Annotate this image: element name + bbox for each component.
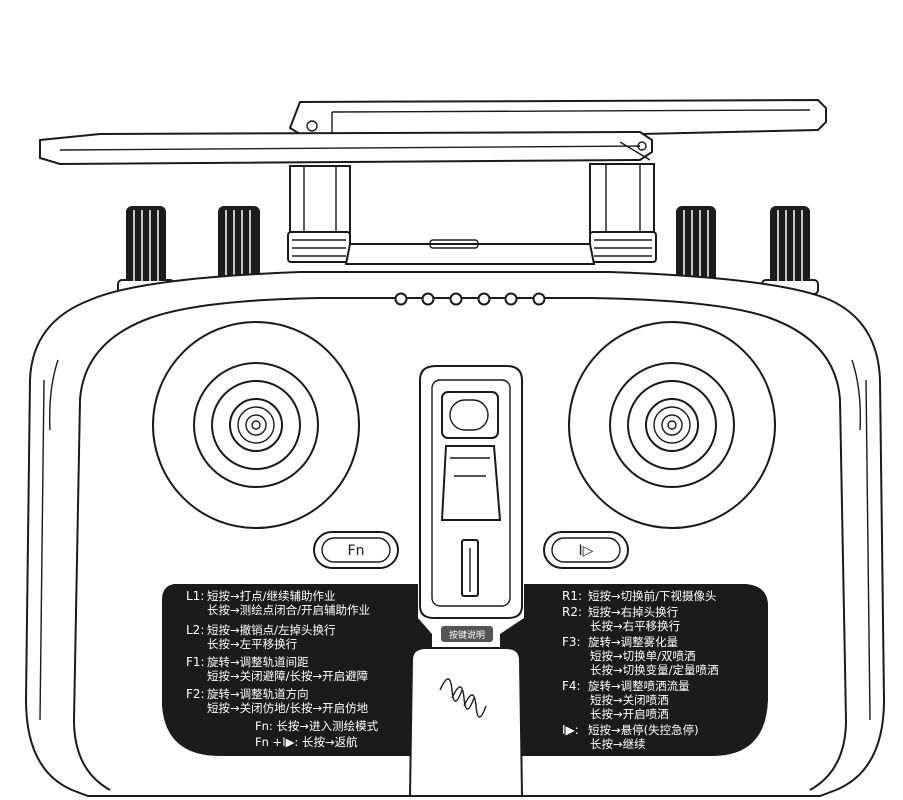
left-joystick[interactable]: [152, 321, 360, 529]
r1-key: R1:: [562, 589, 582, 603]
l1-line2: 长按→测绘点闭合/开启辅助作业: [207, 603, 370, 617]
fn-play-line: Fn +I▶: 长按→返航: [255, 735, 358, 749]
f1-key: F1:: [186, 655, 205, 669]
fn-line: Fn: 长按→进入测绘模式: [255, 719, 379, 733]
led-indicators: [394, 292, 546, 306]
dial-left-outer: [117, 206, 175, 295]
l2-line2: 长按→左平移换行: [207, 637, 297, 651]
button-guide-tag-text: 按键说明: [449, 629, 485, 641]
f1-line2: 短按→关闭避障/长按→开启避障: [207, 669, 368, 683]
play-button-label: I▷: [579, 543, 594, 559]
f4-line1: 旋转→调整喷洒流量: [588, 679, 690, 693]
play-line1: 短按→悬停(失控急停): [588, 723, 699, 737]
dial-ridges: [133, 210, 803, 282]
f3-line2: 短按→切换单/双喷洒: [590, 649, 696, 663]
holder-arms: [287, 163, 657, 265]
phone-holder: [39, 98, 827, 166]
f1-line1: 旋转→调整轨道间距: [207, 655, 309, 669]
center-switch-housing: [419, 365, 523, 619]
f3-line1: 旋转→调整雾化量: [588, 635, 678, 649]
right-label-panel: [500, 584, 768, 756]
dial-right-outer: [761, 206, 819, 295]
speaker-grille: [408, 647, 524, 797]
left-panel-text: L1: 短按→打点/继续辅助作业 长按→测绘点闭合/开启辅助作业 L2: 短按→…: [186, 589, 379, 749]
left-label-panel: [162, 584, 432, 756]
f3-line3: 长按→切换变量/定量喷洒: [590, 663, 719, 677]
r2-line1: 短按→右掉头换行: [588, 605, 678, 619]
l2-line1: 短按→撤销点/左掉头换行: [207, 623, 336, 637]
button-guide-tag: 按键说明: [441, 626, 493, 642]
f4-key: F4:: [562, 679, 581, 693]
l2-key: L2:: [186, 623, 204, 637]
play-button[interactable]: I▷: [543, 531, 629, 569]
fn-button[interactable]: Fn: [313, 531, 399, 569]
f4-line2: 短按→关闭喷洒: [590, 693, 669, 707]
f2-line2: 短按→关闭仿地/长按→开启仿地: [207, 701, 369, 715]
r2-line2: 长按→右平移换行: [590, 619, 680, 633]
f2-key: F2:: [186, 687, 205, 701]
right-panel-text: R1: 短按→切换前/下视摄像头 R2: 短按→右掉头换行 长按→右平移换行 F…: [562, 589, 719, 751]
l1-line1: 短按→打点/继续辅助作业: [207, 589, 336, 603]
r2-key: R2:: [562, 605, 582, 619]
f3-key: F3:: [562, 635, 581, 649]
right-joystick[interactable]: [568, 321, 776, 529]
fn-button-label: Fn: [348, 543, 365, 559]
play-line2: 长按→继续: [590, 737, 646, 751]
f4-line3: 长按→开启喷洒: [590, 707, 669, 721]
f2-line1: 旋转→调整轨道方向: [207, 687, 309, 701]
play-key: I▶:: [562, 723, 579, 737]
l1-key: L1:: [186, 589, 204, 603]
r1-line1: 短按→切换前/下视摄像头: [588, 589, 717, 603]
